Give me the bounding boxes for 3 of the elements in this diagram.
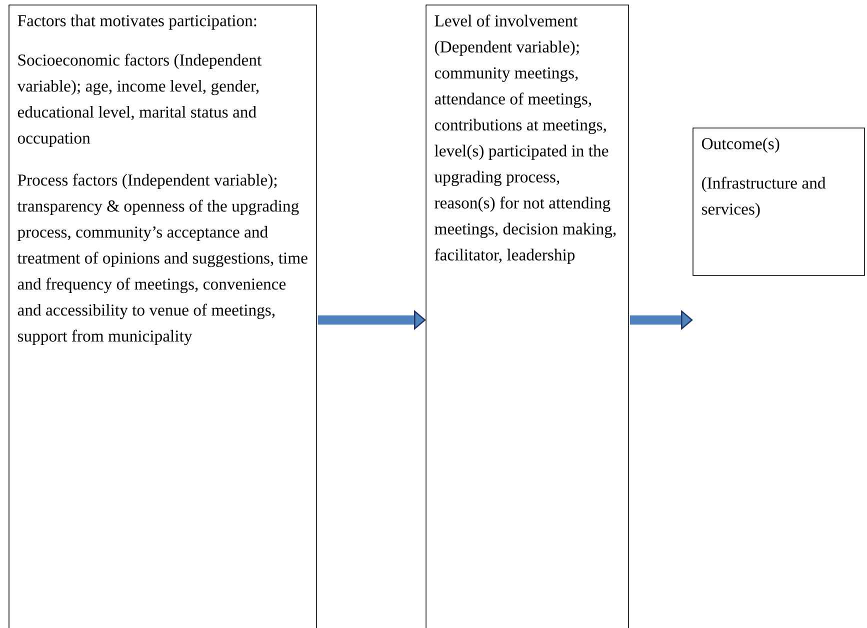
- text-box: Outcome(s) (Infrastructure and services): [692, 128, 865, 276]
- text-box: Factors that motivates participation: Socioeconomic factors (Independent variable); age, income level, gender, educational level, marital status and occupation Process factors (Independent variable); transparency & openness of the upgrading process, community’s acceptance and treatment of opinions and suggestions, time and frequency of meetings, convenience and accessibility to venue of meetings, support from municipality: [8, 4, 317, 628]
- text-box: Level of involvement (Dependent variable); community meetings, attendance of meetings, contributions at meetings, level(s) participated in the upgrading process, reason(s) for not attending meetings, decision making, facilitator, leadership: [426, 4, 629, 628]
